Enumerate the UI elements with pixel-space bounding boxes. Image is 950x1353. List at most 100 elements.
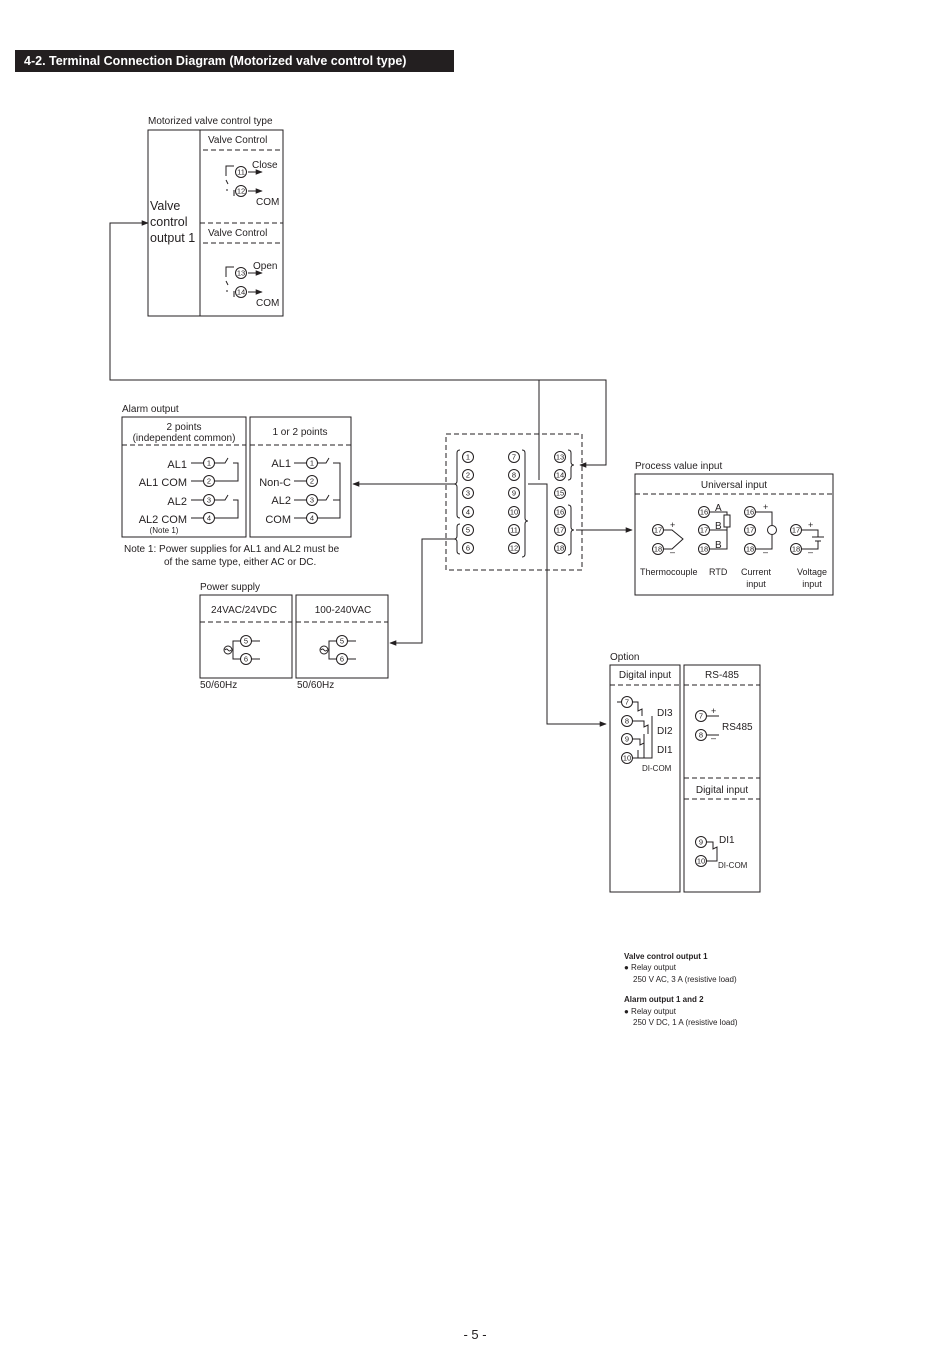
option-rs-header: RS-485: [705, 670, 739, 681]
svg-text:● Relay output: ● Relay output: [624, 963, 677, 972]
spec-valve-title: Valve control output 1: [624, 952, 708, 961]
svg-text:17: 17: [746, 526, 754, 535]
option-title: Option: [610, 652, 639, 663]
option-di2-header: Digital input: [696, 785, 748, 796]
svg-text:3: 3: [207, 496, 211, 505]
pv-header: Universal input: [701, 480, 767, 491]
svg-text:DI2: DI2: [657, 726, 673, 737]
alarm-box1-header-2: (independent common): [133, 433, 236, 444]
process-value-input-block: Process value input Universal input 17 1…: [634, 461, 834, 596]
svg-text:1: 1: [310, 459, 314, 468]
svg-text:1: 1: [207, 459, 211, 468]
svg-text:6: 6: [340, 655, 344, 664]
svg-text:DI-COM: DI-COM: [718, 861, 748, 870]
svg-text:A: A: [715, 503, 722, 514]
power-supply-block: Power supply 24VAC/24VDC 100-240VAC 50/6…: [199, 582, 389, 691]
svg-text:11: 11: [510, 526, 518, 535]
svg-text:6: 6: [466, 544, 470, 553]
option-block: Option Digital input 7 8 9 10 DI3 DI2 DI…: [609, 652, 761, 893]
svg-text:5: 5: [244, 637, 248, 646]
svg-text:DI1: DI1: [719, 835, 735, 846]
alarm-note-ref: (Note 1): [150, 526, 179, 535]
svg-text:DI3: DI3: [657, 708, 673, 719]
svg-text:9: 9: [699, 838, 703, 847]
valve-open-com: COM: [256, 298, 279, 309]
spec-alarm-title: Alarm output 1 and 2: [624, 995, 704, 1004]
svg-text:AL2: AL2: [271, 495, 291, 507]
svg-text:18: 18: [792, 545, 800, 554]
valve-open-header: Valve Control: [208, 228, 267, 239]
svg-text:B: B: [715, 540, 722, 551]
terminal-13: 13: [237, 269, 245, 278]
svg-text:8: 8: [512, 471, 516, 480]
terminal-block: 1 2 3 4 5 6 7 8 9 10 11 12 13 14 15 16 1…: [445, 433, 583, 571]
alarm-box1-header-1: 2 points: [166, 422, 201, 433]
svg-text:250 V AC, 3 A (resistive load): 250 V AC, 3 A (resistive load): [633, 975, 737, 984]
svg-text:17: 17: [654, 526, 662, 535]
alarm-note-line-2: of the same type, either AC or DC.: [164, 557, 316, 568]
svg-text:16: 16: [700, 508, 708, 517]
terminal-12: 12: [237, 187, 245, 196]
svg-text:10: 10: [623, 754, 631, 763]
svg-text:18: 18: [654, 545, 662, 554]
svg-text:3: 3: [310, 496, 314, 505]
svg-text:–: –: [808, 547, 813, 557]
alarm-box1-row-al2: AL2: [167, 496, 187, 508]
svg-text:17: 17: [792, 526, 800, 535]
valve-wire: [109, 220, 607, 468]
svg-text:10: 10: [510, 508, 518, 517]
svg-text:14: 14: [556, 471, 564, 480]
svg-text:2: 2: [207, 477, 211, 486]
svg-text:2: 2: [310, 477, 314, 486]
svg-text:4: 4: [310, 514, 314, 523]
valve-close-header: Valve Control: [208, 135, 267, 146]
svg-text:7: 7: [512, 453, 516, 462]
svg-text:1: 1: [466, 453, 470, 462]
svg-text:18: 18: [556, 544, 564, 553]
valve-close-label: Close: [252, 160, 278, 171]
specs-block: Valve control output 1 ● Relay output 25…: [624, 952, 738, 1027]
svg-text:16: 16: [556, 508, 564, 517]
power-freq-1: 50/60Hz: [200, 680, 237, 691]
svg-text:–: –: [670, 547, 675, 557]
svg-text:RS485: RS485: [722, 722, 753, 733]
svg-text:12: 12: [510, 544, 518, 553]
svg-text:3: 3: [466, 489, 470, 498]
power-box1-header: 24VAC/24VDC: [211, 605, 277, 616]
svg-text:5: 5: [340, 637, 344, 646]
svg-text:7: 7: [699, 712, 703, 721]
svg-text:COM: COM: [265, 514, 291, 526]
svg-text:–: –: [763, 547, 768, 557]
pv-label-voltage-1: Voltage: [797, 567, 827, 577]
pv-label-current-1: Current: [741, 567, 772, 577]
svg-text:9: 9: [512, 489, 516, 498]
svg-text:8: 8: [699, 731, 703, 740]
svg-text:4: 4: [207, 514, 211, 523]
power-title: Power supply: [200, 582, 260, 593]
pv-label-voltage-2: input: [802, 579, 822, 589]
svg-text:7: 7: [625, 698, 629, 707]
svg-text:DI-COM: DI-COM: [642, 764, 672, 773]
pv-title: Process value input: [635, 461, 722, 472]
svg-text:15: 15: [556, 489, 564, 498]
svg-text:8: 8: [625, 717, 629, 726]
alarm-note-line-1: Note 1: Power supplies for AL1 and AL2 m…: [124, 544, 340, 555]
svg-text:10: 10: [697, 857, 705, 866]
alarm-output-block: Alarm output 2 points (independent commo…: [121, 404, 352, 568]
power-freq-2: 50/60Hz: [297, 680, 334, 691]
svg-text:DI1: DI1: [657, 745, 673, 756]
svg-text:16: 16: [746, 508, 754, 517]
svg-text:+: +: [711, 706, 716, 716]
svg-text:–: –: [711, 733, 716, 743]
svg-text:18: 18: [746, 545, 754, 554]
svg-text:Non-C: Non-C: [259, 477, 291, 489]
svg-text:+: +: [670, 520, 675, 530]
svg-text:9: 9: [625, 735, 629, 744]
pv-label-thermocouple: Thermocouple: [640, 567, 698, 577]
valve-open-label: Open: [253, 261, 277, 272]
alarm-box1-row-al1com: AL1 COM: [139, 477, 187, 489]
alarm-box2-header: 1 or 2 points: [272, 427, 327, 438]
page-number: - 5 -: [463, 1327, 487, 1342]
pv-label-rtd: RTD: [709, 567, 728, 577]
